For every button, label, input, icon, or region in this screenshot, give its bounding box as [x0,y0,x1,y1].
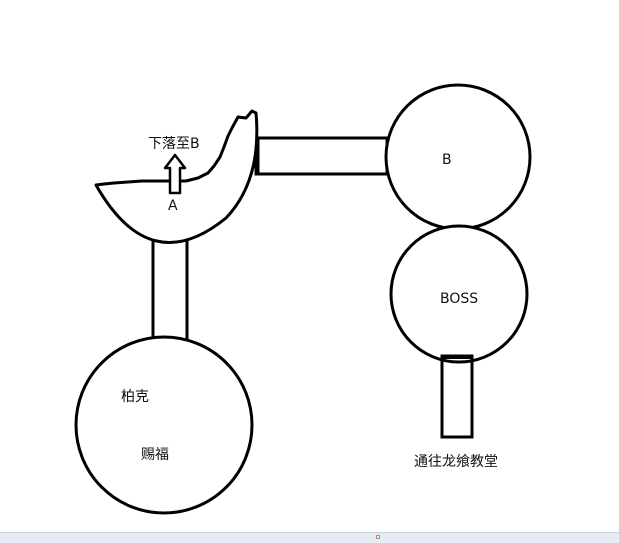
label-exit-to-church: 通往龙飨教堂 [414,454,498,470]
label-drop-to-b: 下落至B [148,136,200,152]
label-point-a: A [168,198,178,214]
vertical-corridor [151,225,189,345]
bridge-corridor [254,136,391,176]
boss-room-circle [389,224,529,364]
bottom-toolbar-strip [0,532,619,543]
up-arrow-icon [163,153,187,195]
start-room-circle [74,335,254,515]
exit-corridor [440,354,474,439]
label-start-line2: 赐福 [141,447,169,463]
label-boss: BOSS [440,291,478,307]
room-b-circle [384,83,532,231]
label-start-line1: 柏克 [121,389,149,405]
label-room-b: B [442,152,452,168]
broken-bowl-area [94,109,259,244]
resize-handle-icon[interactable] [376,535,380,539]
